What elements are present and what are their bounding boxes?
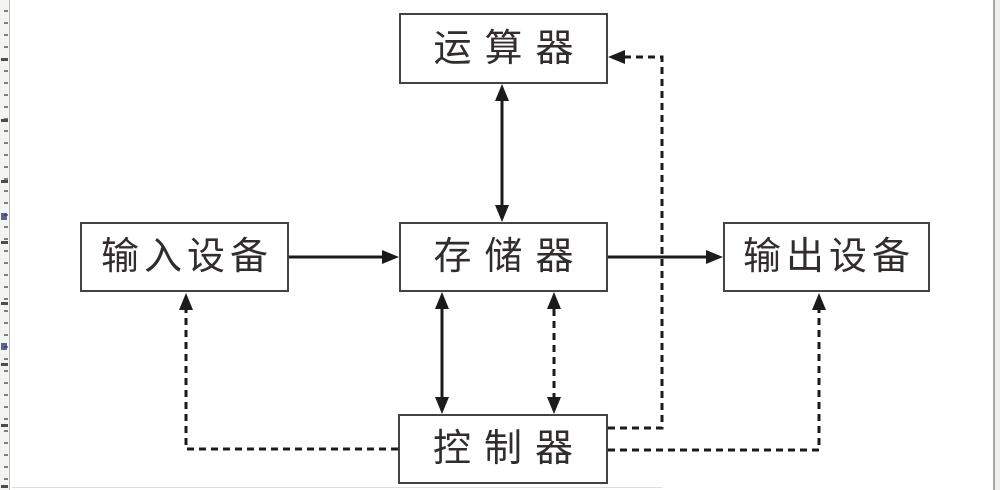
edge-alu-memory-bidirectional bbox=[495, 84, 509, 222]
edge-memory-to-output bbox=[608, 250, 723, 264]
ruler-number-mark bbox=[1, 213, 7, 220]
edge-memory-controller-solid bbox=[435, 292, 449, 414]
page-shadow-line bbox=[12, 487, 662, 488]
vertical-ruler bbox=[0, 0, 10, 490]
ruler-coarse-ticks bbox=[1, 0, 8, 490]
node-input-device: 输入设备 bbox=[80, 222, 289, 292]
edge-controller-to-output bbox=[608, 293, 826, 452]
edge-controller-to-input bbox=[179, 293, 398, 451]
node-memory-label: 存储器 bbox=[433, 236, 587, 278]
node-alu-label: 运算器 bbox=[433, 27, 587, 70]
node-output-device-label: 输出设备 bbox=[742, 236, 915, 278]
node-input-device-label: 输入设备 bbox=[100, 236, 273, 278]
edge-input-to-memory bbox=[289, 250, 399, 264]
node-alu: 运算器 bbox=[399, 13, 608, 84]
node-controller: 控制器 bbox=[398, 414, 608, 484]
edge-controller-to-alu bbox=[608, 50, 664, 430]
node-memory: 存储器 bbox=[399, 222, 608, 292]
edge-memory-controller-dashed bbox=[547, 292, 561, 414]
node-controller-label: 控制器 bbox=[432, 428, 586, 470]
canvas-right-border bbox=[993, 0, 1000, 490]
node-output-device: 输出设备 bbox=[723, 222, 930, 292]
ruler-number-mark bbox=[1, 343, 7, 350]
